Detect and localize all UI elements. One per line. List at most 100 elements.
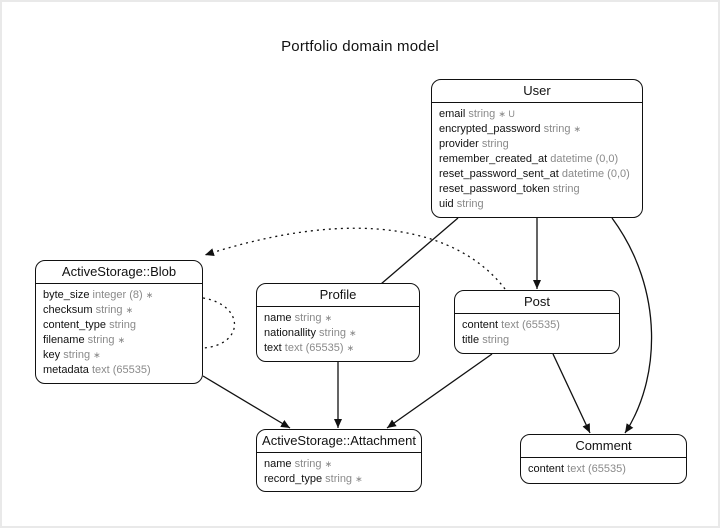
edge-post-attachment (386, 353, 493, 429)
attribute-type: string (552, 183, 580, 195)
attribute-type: text (65535) (567, 463, 626, 475)
attribute-name: byte_size (43, 289, 90, 301)
attribute-name: reset_password_token (439, 183, 550, 195)
attribute-type: string (482, 334, 510, 346)
attribute-type: text (65535) (501, 319, 560, 331)
attribute-name: name (264, 312, 292, 324)
attribute-type: string (87, 334, 115, 346)
attribute-name: content (462, 319, 499, 331)
entity-title: Comment (521, 435, 686, 458)
attribute-name: key (43, 349, 61, 361)
attribute-type: string (325, 473, 353, 485)
attribute-name: uid (439, 198, 454, 210)
attribute-list: content text (65535) (521, 458, 686, 477)
attribute-type: string (481, 138, 509, 150)
attribute-list: content text (65535)title string (455, 314, 619, 348)
attribute-flag: ∗ (355, 474, 363, 484)
attribute-type: datetime (0,0) (561, 168, 630, 180)
attribute-row: encrypted_password string ∗ (439, 122, 635, 137)
attribute-type: datetime (0,0) (550, 153, 619, 165)
attribute-name: remember_created_at (439, 153, 548, 165)
attribute-flag: ∗ (349, 328, 357, 338)
attribute-name: reset_password_sent_at (439, 168, 559, 180)
edge-blob-attachment (202, 375, 291, 429)
attribute-name: encrypted_password (439, 123, 541, 135)
attribute-type: string (294, 312, 322, 324)
entity-title: ActiveStorage::Attachment (257, 430, 421, 453)
attribute-type: string (319, 327, 346, 339)
attribute-type: text (65535) (284, 342, 344, 354)
attribute-type: string (456, 198, 484, 210)
attribute-name: metadata (43, 364, 89, 376)
edge-user-comment (611, 217, 653, 434)
attribute-name: name (264, 458, 292, 470)
edge-post-comment (552, 353, 591, 434)
attribute-flag: ∗ (145, 290, 154, 300)
attribute-row: reset_password_token string (439, 182, 635, 197)
attribute-row: email string ∗ U (439, 107, 635, 122)
attribute-row: remember_created_at datetime (0,0) (439, 152, 635, 167)
attribute-row: content text (65535) (462, 318, 612, 333)
diagram-title: Portfolio domain model (281, 38, 439, 55)
attribute-type: integer (8) (92, 289, 143, 301)
attribute-flag: ∗ (324, 313, 333, 323)
attribute-list: name string ∗nationallity string ∗text t… (257, 307, 419, 356)
attribute-row: content_type string (43, 318, 195, 333)
attribute-type: string (63, 349, 91, 361)
attribute-type: string (468, 108, 496, 120)
entity-title: ActiveStorage::Blob (36, 261, 202, 284)
attribute-name: checksum (43, 304, 93, 316)
edge-post-blob (204, 227, 506, 290)
attribute-row: checksum string ∗ (43, 303, 195, 318)
attribute-row: title string (462, 333, 612, 348)
attribute-row: nationallity string ∗ (264, 326, 412, 341)
attribute-name: filename (43, 334, 85, 346)
entity-title: User (432, 80, 642, 103)
attribute-flag: ∗ (324, 459, 333, 469)
entity-activestorage-attachment[interactable]: ActiveStorage::Attachment name string ∗r… (256, 429, 422, 492)
attribute-row: byte_size integer (8) ∗ (43, 288, 195, 303)
attribute-type: string (95, 304, 123, 316)
attribute-row: metadata text (65535) (43, 363, 195, 378)
attribute-name: email (439, 108, 466, 120)
attribute-flag: ∗ (573, 124, 582, 134)
attribute-row: uid string (439, 197, 635, 212)
attribute-name: content (528, 463, 565, 475)
attribute-flag: ∗ (125, 305, 134, 315)
attribute-flag: ∗ U (498, 109, 515, 119)
entity-comment[interactable]: Comment content text (65535) (520, 434, 687, 484)
attribute-row: text text (65535) ∗ (264, 341, 412, 356)
attribute-flag: ∗ (93, 350, 101, 360)
attribute-row: record_type string ∗ (264, 472, 414, 487)
attribute-name: content_type (43, 319, 106, 331)
attribute-type: string (543, 123, 571, 135)
entity-activestorage-blob[interactable]: ActiveStorage::Blob byte_size integer (8… (35, 260, 203, 384)
attribute-name: title (462, 334, 480, 346)
attribute-row: name string ∗ (264, 457, 414, 472)
entity-title: Profile (257, 284, 419, 307)
attribute-type: string (294, 458, 322, 470)
attribute-row: content text (65535) (528, 462, 679, 477)
entity-post[interactable]: Post content text (65535)title string (454, 290, 620, 354)
entity-title: Post (455, 291, 619, 314)
edge-blob-self (202, 297, 236, 349)
entity-profile[interactable]: Profile name string ∗nationallity string… (256, 283, 420, 362)
attribute-row: provider string (439, 137, 635, 152)
attribute-row: reset_password_sent_at datetime (0,0) (439, 167, 635, 182)
attribute-flag: ∗ (117, 335, 126, 345)
attribute-name: text (264, 342, 282, 354)
attribute-list: byte_size integer (8) ∗checksum string ∗… (36, 284, 202, 378)
attribute-row: key string ∗ (43, 348, 195, 363)
attribute-list: name string ∗record_type string ∗ (257, 453, 421, 487)
attribute-type: string (109, 319, 136, 331)
edge-user-profile (380, 217, 459, 285)
attribute-type: text (65535) (91, 364, 151, 376)
attribute-name: nationallity (264, 327, 316, 339)
attribute-flag: ∗ (346, 343, 355, 353)
attribute-name: record_type (264, 473, 323, 485)
attribute-row: filename string ∗ (43, 333, 195, 348)
attribute-name: provider (439, 138, 479, 150)
